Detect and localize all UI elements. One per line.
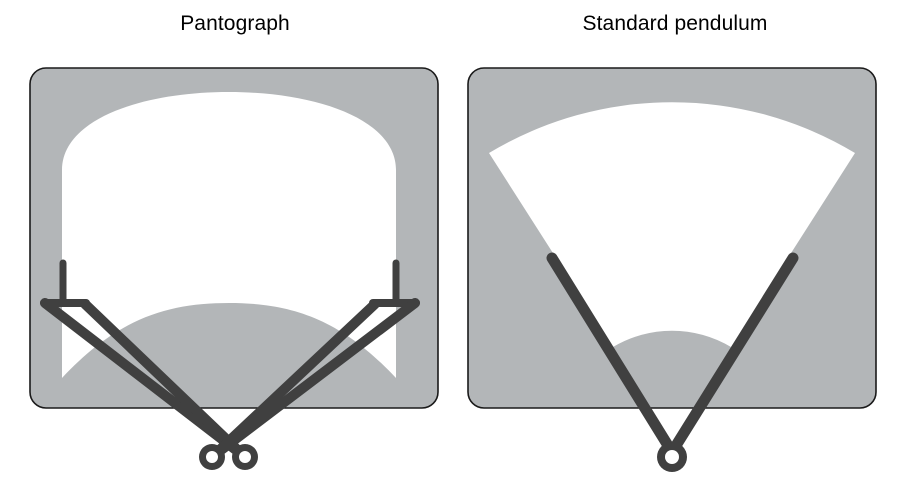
pivot-hole-right xyxy=(239,451,251,463)
pendulum-pivot-hole xyxy=(665,450,679,464)
linkage-rod-b2 xyxy=(207,299,380,462)
panel-title-pantograph: Pantograph xyxy=(180,12,290,35)
panel-title-standard-pendulum: Standard pendulum xyxy=(582,12,768,35)
pendulum-rod-left xyxy=(546,252,678,458)
pendulum-rod-right xyxy=(666,252,799,458)
pantograph-linkage xyxy=(40,259,420,462)
linkage-rod-a2 xyxy=(80,299,250,462)
panel-pantograph xyxy=(29,67,439,470)
panel-standard-pendulum xyxy=(467,67,877,472)
pendulum-linkage xyxy=(546,252,799,458)
pivot-hole-left xyxy=(206,451,218,463)
swept-area-pantograph xyxy=(62,92,396,378)
swept-area-pendulum xyxy=(489,102,855,347)
